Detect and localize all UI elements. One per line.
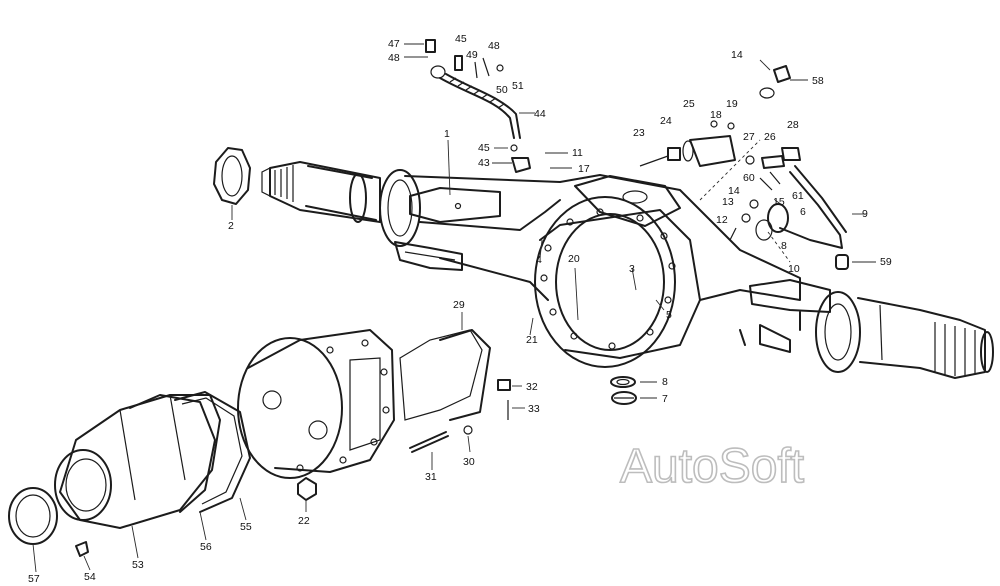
callout-59: 59 bbox=[880, 256, 892, 268]
callout-28: 28 bbox=[787, 119, 799, 131]
cover-assembly bbox=[8, 391, 317, 557]
callout-61: 61 bbox=[792, 190, 804, 202]
callout-60: 60 bbox=[743, 172, 755, 184]
callout-2: 2 bbox=[228, 220, 234, 232]
breather-hose bbox=[425, 39, 531, 173]
callout-9: 9 bbox=[862, 208, 868, 220]
callout-4: 4 bbox=[536, 254, 542, 266]
callout-3: 3 bbox=[629, 263, 635, 275]
callout-7: 7 bbox=[662, 393, 668, 405]
callout-8a: 8 bbox=[662, 376, 668, 388]
callout-21: 21 bbox=[526, 334, 538, 346]
callout-54: 54 bbox=[84, 571, 96, 583]
callout-47: 47 bbox=[388, 38, 400, 50]
callout-12: 12 bbox=[716, 214, 728, 226]
callout-27: 27 bbox=[743, 131, 755, 143]
callout-58: 58 bbox=[812, 75, 824, 87]
callout-23: 23 bbox=[633, 127, 645, 139]
callout-24: 24 bbox=[660, 115, 672, 127]
callout-45b: 45 bbox=[455, 33, 467, 45]
callout-11: 11 bbox=[572, 147, 583, 159]
callout-44: 44 bbox=[534, 108, 546, 120]
callout-25: 25 bbox=[683, 98, 695, 110]
watermark-text: AutoSoft bbox=[620, 440, 804, 493]
callout-45a: 45 bbox=[478, 142, 490, 154]
callout-19: 19 bbox=[726, 98, 738, 110]
callout-56: 56 bbox=[200, 541, 212, 553]
callout-15: 15 bbox=[773, 196, 785, 208]
callout-55: 55 bbox=[240, 521, 252, 533]
callout-20: 20 bbox=[568, 253, 580, 265]
callout-26: 26 bbox=[764, 131, 776, 143]
callout-leaders bbox=[32, 43, 876, 573]
callout-5: 5 bbox=[666, 309, 672, 321]
callout-6: 6 bbox=[800, 206, 806, 218]
brake-valve-assembly bbox=[639, 65, 849, 270]
callout-48a: 48 bbox=[388, 52, 400, 64]
callout-51: 51 bbox=[512, 80, 524, 92]
differential-carrier bbox=[237, 329, 511, 479]
callout-22: 22 bbox=[298, 515, 310, 527]
callout-31: 31 bbox=[425, 471, 437, 483]
callout-8b: 8 bbox=[781, 240, 787, 252]
callout-50: 50 bbox=[496, 84, 508, 96]
callout-30: 30 bbox=[463, 456, 475, 468]
callout-53: 53 bbox=[132, 559, 144, 571]
callout-18: 18 bbox=[710, 109, 722, 121]
callout-29: 29 bbox=[453, 299, 465, 311]
callout-numbers: 1 2 3 4 5 6 7 8 8 8 9 10 11 12 13 14 14 … bbox=[28, 33, 892, 585]
callout-13: 13 bbox=[722, 196, 734, 208]
callout-48b: 48 bbox=[488, 40, 500, 52]
washers bbox=[610, 376, 637, 405]
callout-32: 32 bbox=[526, 381, 538, 393]
callout-10: 10 bbox=[788, 263, 800, 275]
callout-43: 43 bbox=[478, 157, 490, 169]
axle-housing bbox=[261, 161, 994, 379]
callout-14a: 14 bbox=[728, 185, 740, 197]
callout-17: 17 bbox=[578, 163, 590, 175]
callout-33: 33 bbox=[528, 403, 540, 415]
callout-14b: 14 bbox=[731, 49, 743, 61]
callout-57: 57 bbox=[28, 573, 40, 585]
callout-1: 1 bbox=[444, 128, 450, 140]
callout-49: 49 bbox=[466, 49, 478, 61]
part-2-nut bbox=[213, 147, 251, 220]
